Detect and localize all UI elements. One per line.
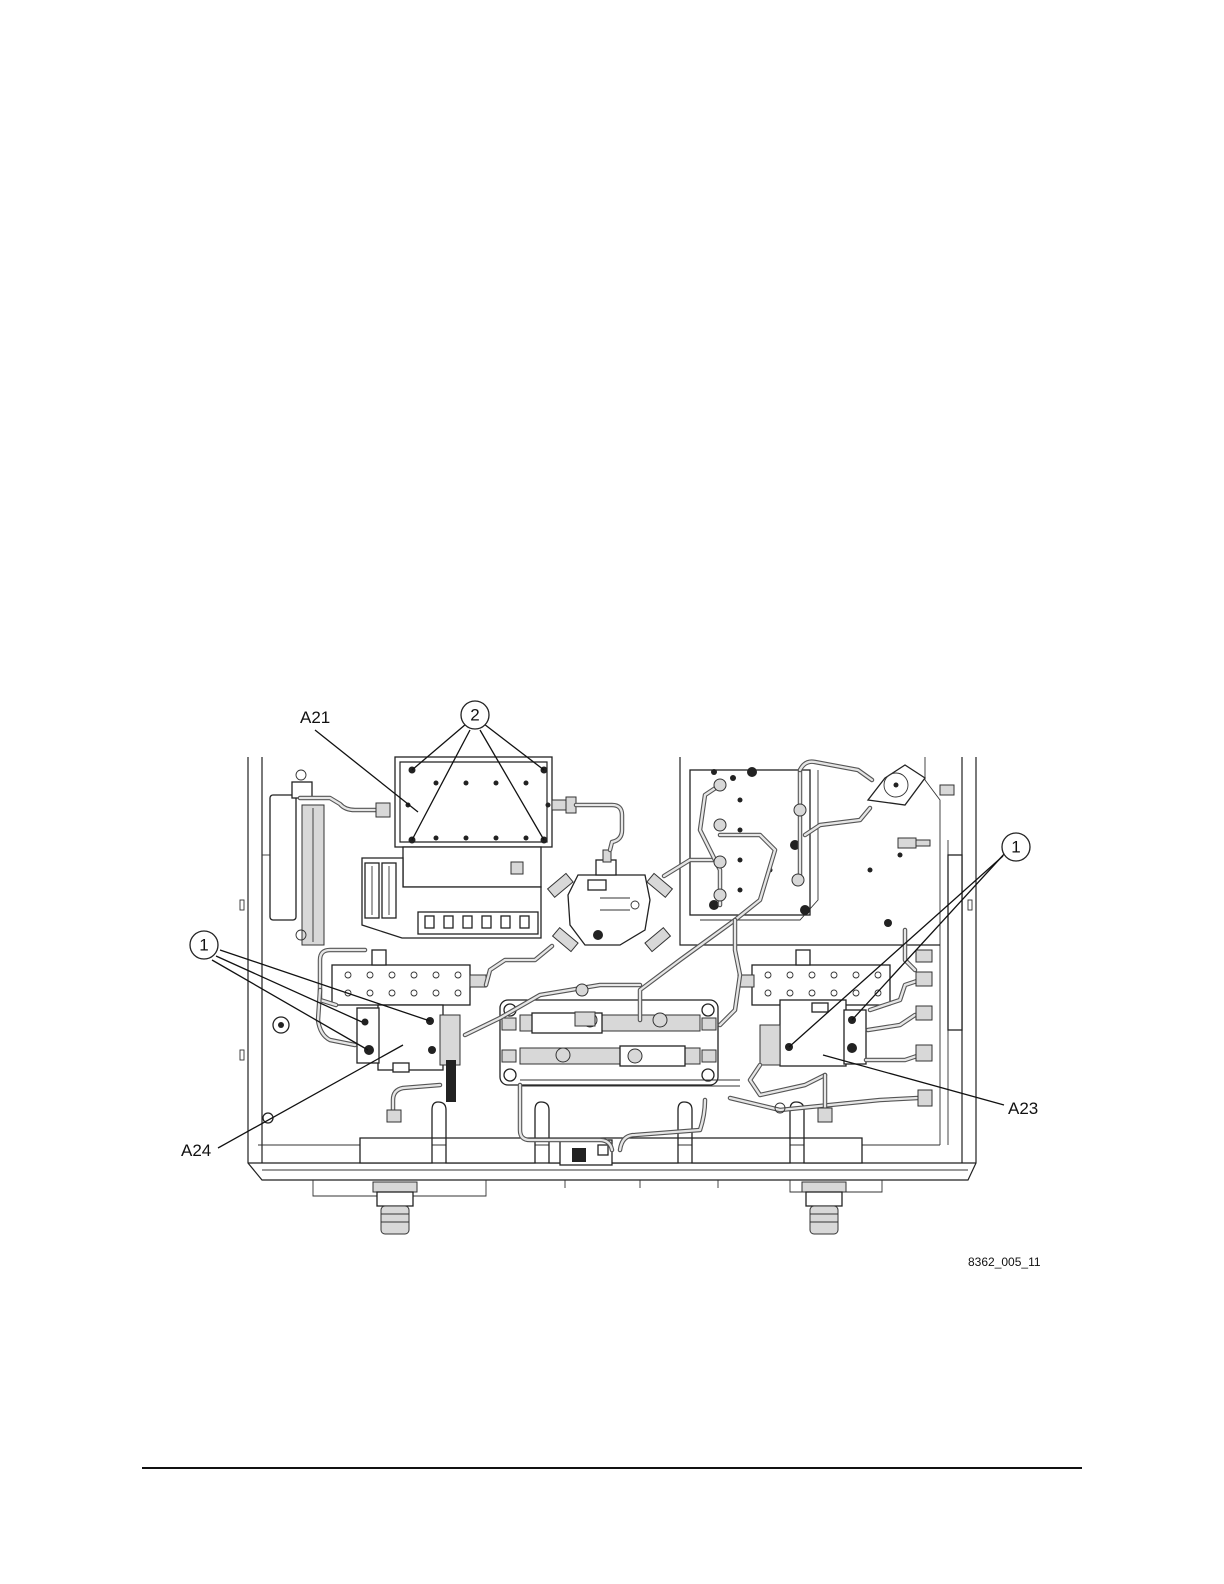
callout-1-left: 1 bbox=[190, 931, 218, 959]
a24-assembly bbox=[332, 950, 486, 1102]
callout-1-left-text: 1 bbox=[199, 936, 208, 955]
right-port-connector bbox=[802, 1182, 846, 1234]
semi-rigid-cables bbox=[300, 762, 920, 1150]
left-port-connector bbox=[373, 1182, 417, 1234]
callout-1-right-text: 1 bbox=[1011, 838, 1020, 857]
figure-id: 8362_005_11 bbox=[968, 1255, 1041, 1269]
center-plate bbox=[500, 1000, 740, 1086]
power-splitter bbox=[548, 850, 673, 952]
callout-2-text: 2 bbox=[470, 706, 479, 725]
label-a21: A21 bbox=[300, 708, 330, 727]
a23-assembly bbox=[738, 950, 890, 1066]
left-card-bracket bbox=[262, 770, 324, 1123]
label-a23: A23 bbox=[1008, 1099, 1038, 1118]
callout-1-right: 1 bbox=[1002, 833, 1030, 861]
footer-rule bbox=[142, 1467, 1082, 1469]
label-a24: A24 bbox=[181, 1141, 211, 1160]
callout-2: 2 bbox=[461, 701, 489, 729]
